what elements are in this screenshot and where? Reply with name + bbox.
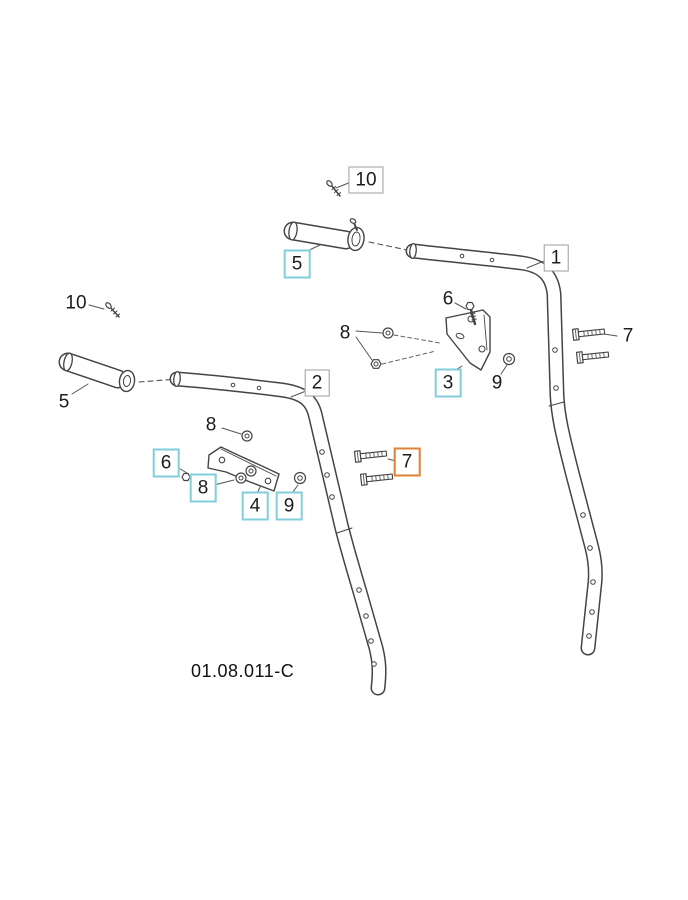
bracket-upper [445, 309, 491, 371]
grip-handle-upper [283, 218, 365, 252]
bracket-lower [207, 446, 280, 492]
callout-3[interactable]: 3 [434, 368, 462, 398]
callout-9-upper[interactable]: 9 [491, 372, 503, 394]
washer-9-lower-icon [293, 471, 307, 485]
callout-8-lower[interactable]: 8 [189, 473, 217, 503]
screw-10-left-icon [105, 302, 120, 318]
callout-7-right[interactable]: 7 [622, 325, 634, 347]
washer-8-middle-icon [241, 430, 253, 442]
callout-6-upper[interactable]: 6 [442, 288, 454, 310]
washer-8-upper-icon [382, 327, 394, 339]
drawing-number: 01.08.011-C [191, 661, 295, 681]
callout-10-top[interactable]: 10 [348, 166, 384, 194]
callout-10-left[interactable]: 10 [65, 292, 87, 314]
callout-8-middle[interactable]: 8 [205, 414, 217, 436]
callout-2[interactable]: 2 [304, 369, 330, 397]
nut-8-upper-icon [370, 359, 382, 369]
callout-9-lower[interactable]: 9 [275, 491, 303, 521]
callout-7-middle[interactable]: 7 [393, 447, 421, 477]
callout-6-lower[interactable]: 6 [152, 448, 180, 478]
washer-9-upper-icon [502, 352, 516, 366]
bolts-7-middle-icon [353, 450, 394, 486]
bolt-6-upper-icon [465, 301, 477, 326]
callout-5-left-grip[interactable]: 5 [58, 391, 70, 413]
grip-handle-left [58, 352, 136, 393]
callout-5-upper-grip[interactable]: 5 [283, 249, 311, 279]
callout-4[interactable]: 4 [241, 491, 269, 521]
screw-10-top-icon [326, 180, 341, 197]
handle-tube-right [405, 242, 603, 656]
washers-8-lower-icon [235, 465, 257, 484]
callout-8-upper[interactable]: 8 [339, 322, 351, 344]
assembly-axis-lines [138, 241, 441, 383]
callout-1[interactable]: 1 [543, 244, 569, 272]
bolts-7-right-icon [571, 328, 610, 364]
handle-tube-left [169, 370, 387, 696]
